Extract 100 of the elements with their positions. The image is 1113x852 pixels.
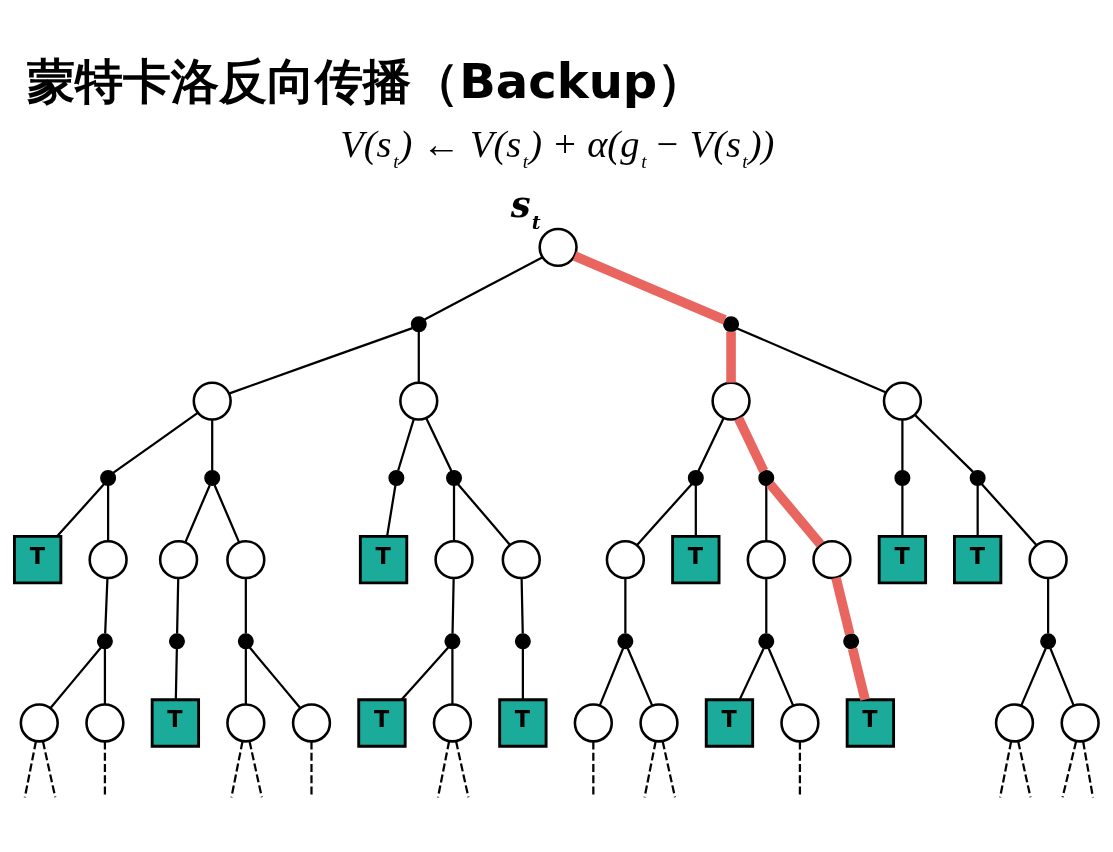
node-circle [399,380,439,421]
diagram-title: 蒙特卡洛反向传播（Backup） [27,52,706,109]
node-dot [758,469,775,486]
connector [598,647,625,706]
node-circle [573,702,614,743]
connector [914,413,974,473]
connector [766,480,825,547]
connector [661,740,677,798]
node-circle [538,227,578,267]
node-dot [723,315,740,332]
connector [425,417,453,471]
node-circle [882,380,923,421]
connector [310,740,313,797]
connector [901,484,904,536]
node-dot [843,632,860,649]
connector [765,484,768,541]
connector [1047,578,1050,633]
connector [107,484,110,541]
node-circle [639,702,679,743]
node-dot [1040,632,1057,649]
connector [734,415,769,473]
connector [765,578,768,633]
connector [244,578,247,633]
connector [451,648,454,704]
node-circle [780,702,820,743]
connector [56,483,105,537]
node-dot [969,469,986,486]
connector [386,484,397,537]
connector [636,483,693,546]
connector [457,483,511,546]
connector [213,484,241,543]
connector [176,578,180,633]
node-box: T [13,534,63,584]
connector [981,483,1038,546]
node-circle [226,702,266,743]
node-dot [514,632,531,649]
connector [244,648,247,704]
node-circle [192,380,232,421]
connector [976,484,979,536]
connector [697,417,725,471]
connector [417,331,420,383]
connector [103,648,107,704]
connector [248,646,301,708]
node-circle [432,702,473,743]
node-dot [894,469,911,486]
connector [901,419,904,471]
connector [400,646,450,700]
node-box: T [498,697,548,748]
connector [424,255,543,321]
node-dot [100,469,117,486]
node-dot [617,632,634,649]
connector [104,578,109,633]
connector [211,419,214,471]
node-circle [85,702,125,743]
node-circle [812,539,852,579]
connector [41,740,57,798]
connector [397,418,415,471]
label: V(s$_{t}$) ← V(s$_{t}$) + α(g$_{t}$ − V(s$_{t}$)) [340,122,775,172]
connector [592,740,595,797]
connector [643,740,657,798]
node-box: T [150,697,201,748]
node-dot [96,632,113,649]
node-dot [444,632,461,649]
node-dot [388,469,405,486]
node-label: s$_{t}$ [510,183,541,234]
connector [798,740,802,797]
node-circle [1028,539,1068,579]
node-box: T [845,697,896,748]
node-circle [711,380,751,421]
node-circle [88,539,128,579]
connector [738,647,765,700]
connector [49,646,102,708]
node-dot [237,632,254,649]
connector [736,326,887,394]
node-dot [446,469,463,486]
node-box: T [358,534,409,584]
connector [831,576,855,635]
node-box: T [671,534,721,584]
node-circle [1060,702,1100,743]
connector [572,251,727,324]
node-circle [501,539,541,579]
node-circle [605,539,646,579]
node-circle [994,702,1035,743]
connector [847,646,870,701]
connector [248,740,263,798]
connector [455,740,470,798]
node-dot [168,632,185,649]
node-circle [746,539,786,579]
node-dot [204,469,221,486]
node-box: T [953,534,1003,584]
node-dot [758,632,775,649]
connector [1020,647,1047,706]
connector [626,647,654,706]
connector [174,648,178,700]
node-dot [687,469,704,486]
connector [726,331,736,383]
node-box: T [357,697,407,748]
connector [520,578,524,633]
connector [451,578,455,633]
connector [767,647,795,706]
